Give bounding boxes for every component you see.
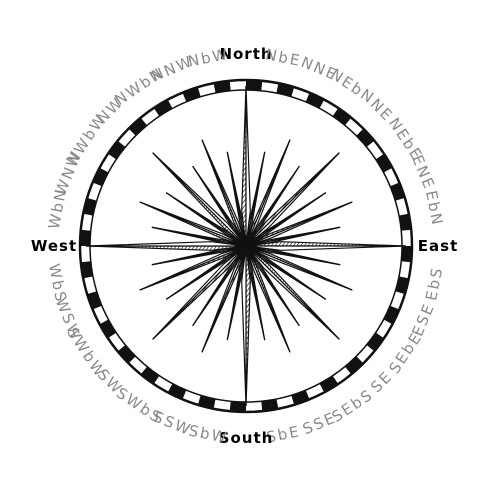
ring-tick xyxy=(246,80,262,91)
label-east: East xyxy=(418,237,458,255)
label-west: West xyxy=(31,237,77,255)
label-ebs: EbS xyxy=(422,265,446,302)
label-nbe: NbE xyxy=(264,45,303,70)
label-nbw: NbW xyxy=(186,45,230,71)
label-wbs: WbS xyxy=(45,262,70,305)
label-ebn: EbN xyxy=(422,189,447,228)
ring-tick xyxy=(80,230,91,246)
label-sbw: SbW xyxy=(187,422,230,447)
label-nebn: NEbN xyxy=(327,65,378,107)
ring-tick xyxy=(230,401,246,412)
label-sebe: SEbE xyxy=(385,329,426,377)
label-sse: SSE xyxy=(300,408,339,438)
label-ene: ENE xyxy=(408,152,438,192)
ring-tick xyxy=(401,246,412,262)
